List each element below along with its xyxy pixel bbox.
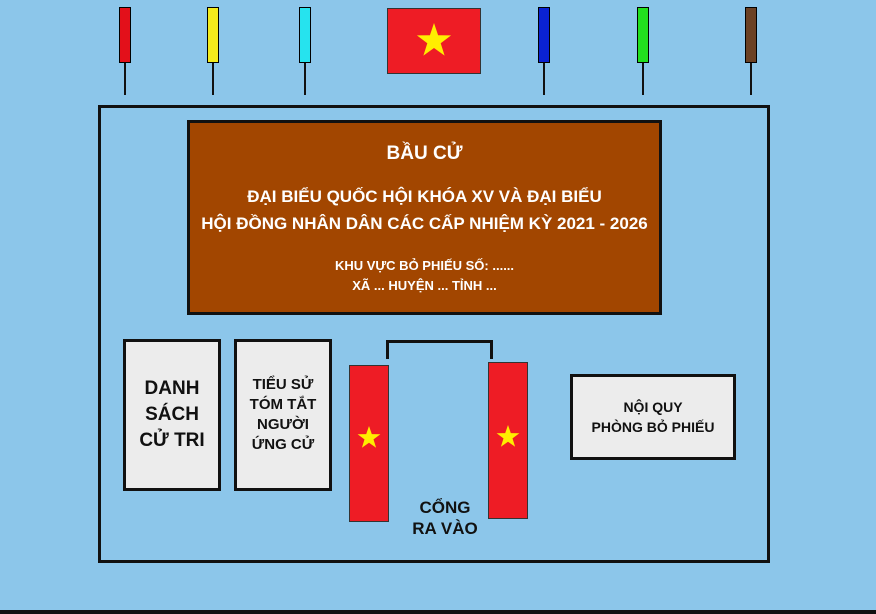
candidate-bio-text: TIỂU SỬ (252, 376, 314, 393)
gate-frame (386, 340, 493, 359)
gate-pillar-left (349, 365, 389, 522)
voter-list-text: CỬ TRI (139, 430, 205, 451)
polling-location: XÃ ... HUYỆN ... TỈNH ... (352, 278, 497, 293)
star-icon (416, 23, 452, 56)
gate-pillar-right (488, 362, 528, 519)
polling-hall (98, 105, 770, 563)
voter-list-text: DANH (144, 378, 200, 399)
flag-red-cloth (119, 7, 131, 63)
flag-pole (212, 63, 214, 95)
flag-brown-cloth (745, 7, 757, 63)
voting-rules-board: NỘI QUY PHÒNG BỎ PHIẾU (570, 374, 736, 460)
rules-text: NỘI QUY (623, 399, 683, 415)
bottom-border (0, 610, 876, 614)
gate-label: CỔNG RA VÀO (390, 497, 500, 539)
polling-area-number: KHU VỰC BỎ PHIẾU SỐ: ...... (334, 258, 515, 273)
flag-pole (642, 63, 644, 95)
candidate-bio-board: TIỂU SỬ TÓM TẮT NGƯỜI ỨNG CỬ (234, 339, 332, 491)
candidate-bio-text: ỨNG CỬ (251, 436, 315, 453)
flag-green-cloth (637, 7, 649, 63)
star-icon (357, 426, 381, 448)
voter-list-text: SÁCH (145, 404, 199, 425)
candidate-bio-text: NGƯỜI (257, 416, 309, 433)
banner-line-2: HỘI ĐỒNG NHÂN DÂN CÁC CẤP NHIỆM KỲ 2021 … (201, 214, 648, 233)
flag-blue-cloth (538, 7, 550, 63)
flag-cyan-cloth (299, 7, 311, 63)
candidate-bio-text: TÓM TẮT (249, 396, 317, 413)
star-icon (496, 425, 520, 447)
voter-list-board: DANH SÁCH CỬ TRI (123, 339, 221, 491)
banner-title: BẦU CỬ (386, 143, 463, 164)
election-banner: BẦU CỬ ĐẠI BIỂU QUỐC HỘI KHÓA XV VÀ ĐẠI … (187, 120, 662, 315)
flag-yellow-cloth (207, 7, 219, 63)
national-flag (387, 8, 481, 74)
flag-pole (304, 63, 306, 95)
rules-text: PHÒNG BỎ PHIẾU (591, 419, 715, 435)
flag-pole (750, 63, 752, 95)
flag-pole (124, 63, 126, 95)
gate-label-line: CỔNG (419, 498, 471, 517)
gate-label-line: RA VÀO (412, 519, 478, 538)
flag-pole (543, 63, 545, 95)
banner-line-1: ĐẠI BIỂU QUỐC HỘI KHÓA XV VÀ ĐẠI BIỂU (247, 187, 602, 206)
